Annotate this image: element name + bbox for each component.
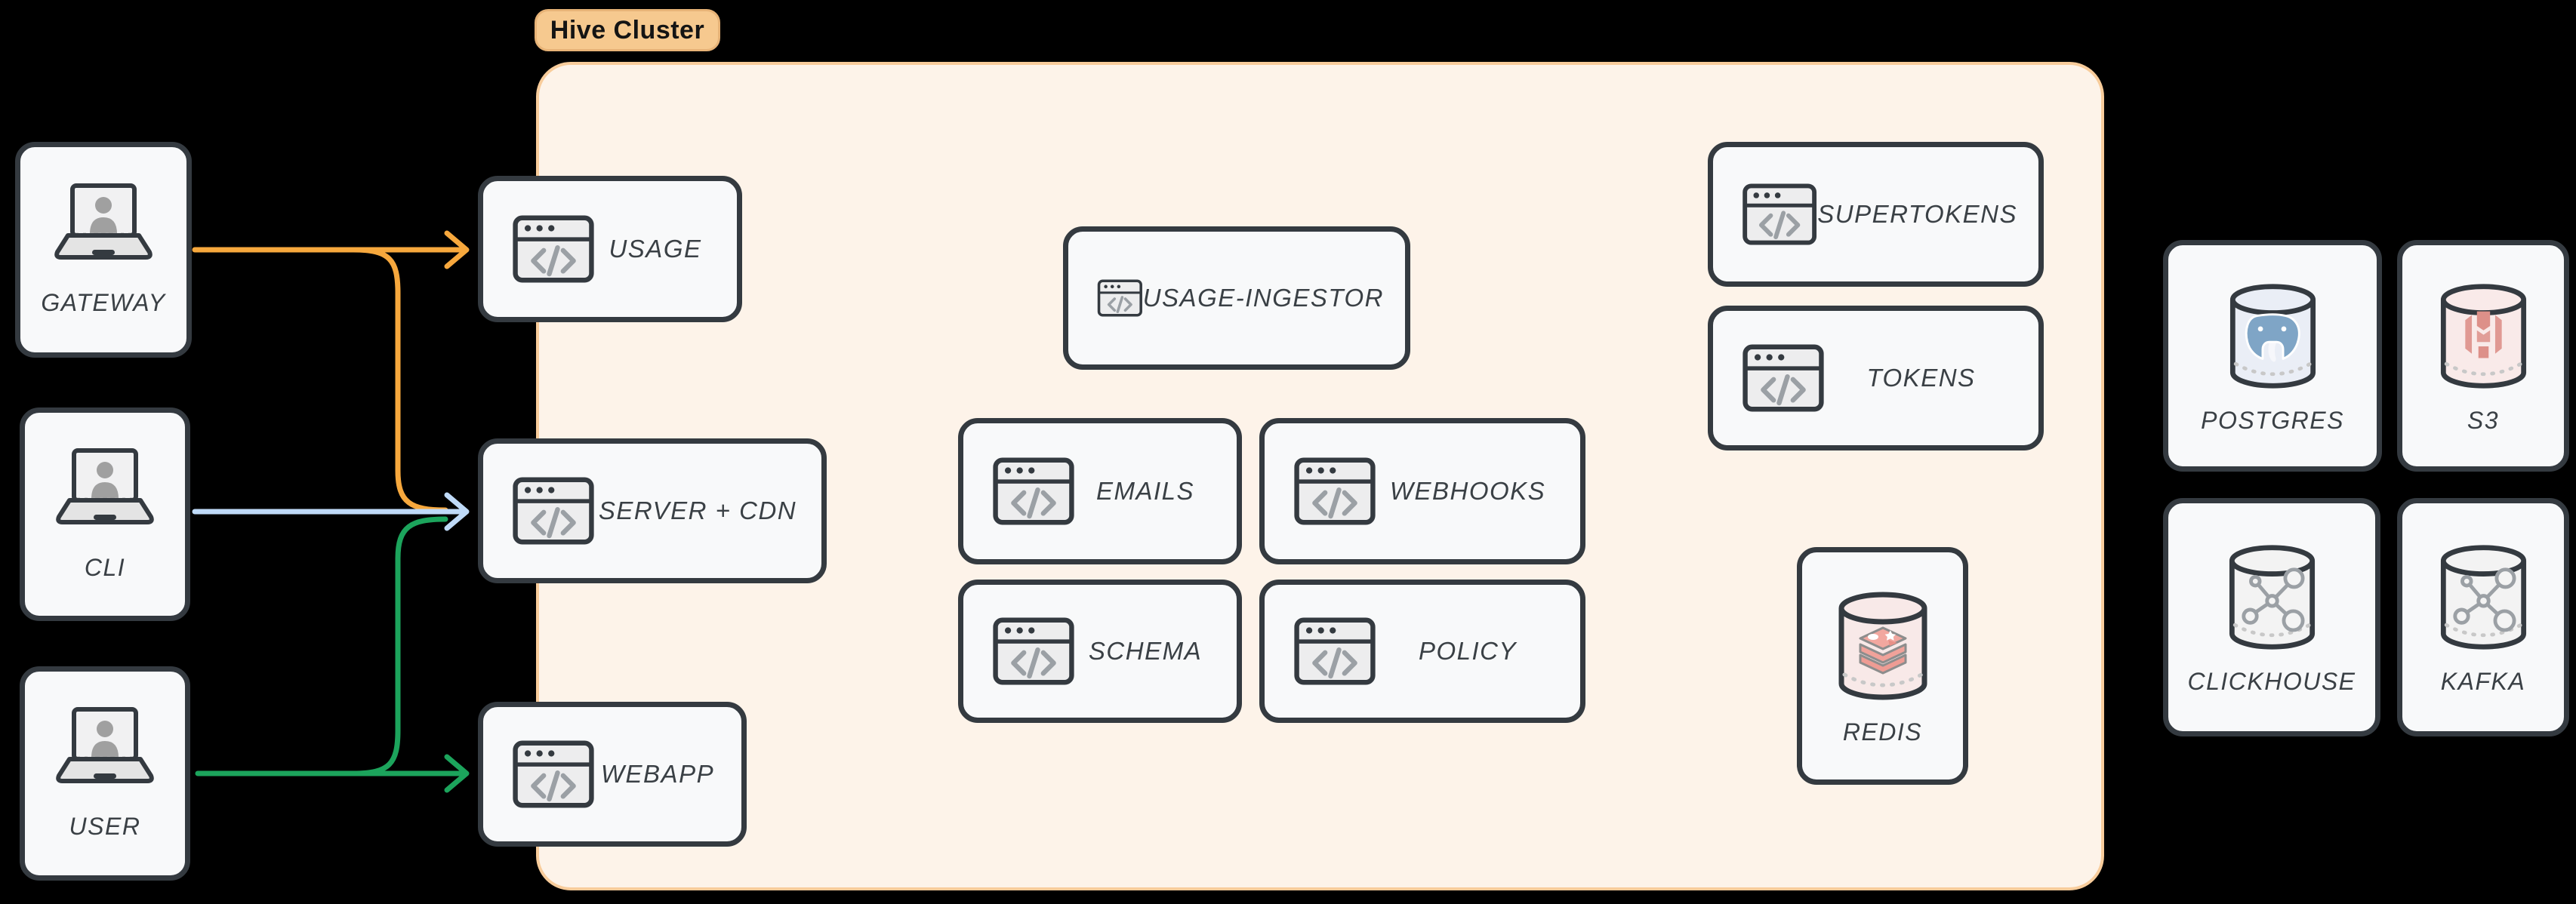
datastore-label: S3	[2467, 406, 2500, 434]
redis-database-icon	[1838, 592, 1927, 700]
service-label: SUPERTOKENS	[1817, 200, 2017, 228]
service-box-webapp: WEBAPP	[478, 702, 747, 847]
data-nodes-logo	[2241, 567, 2305, 632]
code-window-icon	[513, 740, 594, 808]
postgres-elephant-logo	[2245, 312, 2300, 361]
service-box-usage: USAGE	[478, 176, 742, 322]
code-window-icon	[1294, 457, 1376, 525]
hive-cluster-badge-label: Hive Cluster	[550, 15, 705, 45]
service-box-webhooks: WEBHOOKS	[1259, 418, 1585, 564]
datastore-box-kafka: KAFKA	[2397, 498, 2569, 736]
code-window-icon	[513, 215, 594, 283]
service-box-usage-ingestor: USAGE-INGESTOR	[1063, 226, 1410, 370]
service-label: WEBHOOKS	[1389, 477, 1546, 505]
laptop-user-icon	[54, 183, 153, 260]
edge-user-to-webapp	[195, 754, 470, 793]
datastore-box-postgres: POSTGRES	[2163, 240, 2382, 472]
edge-gateway-to-server-cdn	[350, 247, 448, 513]
service-label: POLICY	[1418, 637, 1518, 665]
code-window-icon	[513, 477, 594, 545]
actor-label: GATEWAY	[41, 289, 166, 316]
kafka-database-icon	[2440, 545, 2526, 650]
edge-user-to-server-cdn	[350, 516, 448, 776]
code-window-icon	[1097, 279, 1142, 317]
code-window-icon	[993, 457, 1074, 525]
data-nodes-logo	[2452, 567, 2516, 632]
edge-gateway-to-usage	[192, 230, 470, 269]
service-label: SCHEMA	[1088, 637, 1203, 665]
s3-bucket-icon	[2440, 283, 2526, 389]
clickhouse-database-icon	[2229, 545, 2315, 650]
actor-box-user: USER	[20, 666, 190, 881]
service-box-policy: POLICY	[1259, 580, 1585, 723]
datastore-label: CLICKHOUSE	[2187, 668, 2356, 695]
code-window-icon	[993, 617, 1074, 685]
code-window-icon	[1294, 617, 1376, 685]
edge-cli-to-server-cdn	[192, 492, 470, 531]
actor-box-gateway: GATEWAY	[15, 142, 192, 358]
service-label: TOKENS	[1866, 364, 1976, 392]
service-box-emails: EMAILS	[958, 418, 1242, 564]
actor-label: CLI	[84, 553, 126, 581]
service-label: WEBAPP	[600, 760, 715, 788]
laptop-user-icon	[56, 447, 154, 524]
service-label: EMAILS	[1095, 477, 1195, 505]
datastore-box-s3: S3	[2397, 240, 2569, 472]
datastore-box-clickhouse: CLICKHOUSE	[2163, 498, 2380, 736]
service-box-redis: REDIS	[1797, 547, 1968, 785]
postgres-database-icon	[2229, 283, 2316, 389]
datastore-label: POSTGRES	[2201, 406, 2344, 434]
code-window-icon	[1742, 344, 1824, 412]
s3-logo	[2464, 311, 2502, 358]
service-box-schema: SCHEMA	[958, 580, 1242, 723]
datastore-label: KAFKA	[2440, 668, 2526, 695]
service-box-server-cdn: SERVER + CDN	[478, 438, 827, 583]
code-window-icon	[1742, 183, 1817, 245]
service-label: USAGE	[609, 235, 702, 263]
actor-label: USER	[69, 813, 141, 840]
laptop-user-icon	[56, 707, 154, 783]
service-box-supertokens: SUPERTOKENS	[1708, 142, 2044, 287]
service-label: REDIS	[1842, 718, 1923, 746]
service-box-tokens: TOKENS	[1708, 306, 2044, 450]
service-label: USAGE-INGESTOR	[1142, 284, 1384, 312]
hive-cluster-badge: Hive Cluster	[535, 9, 720, 51]
service-label: SERVER + CDN	[598, 497, 797, 524]
actor-box-cli: CLI	[20, 407, 190, 621]
